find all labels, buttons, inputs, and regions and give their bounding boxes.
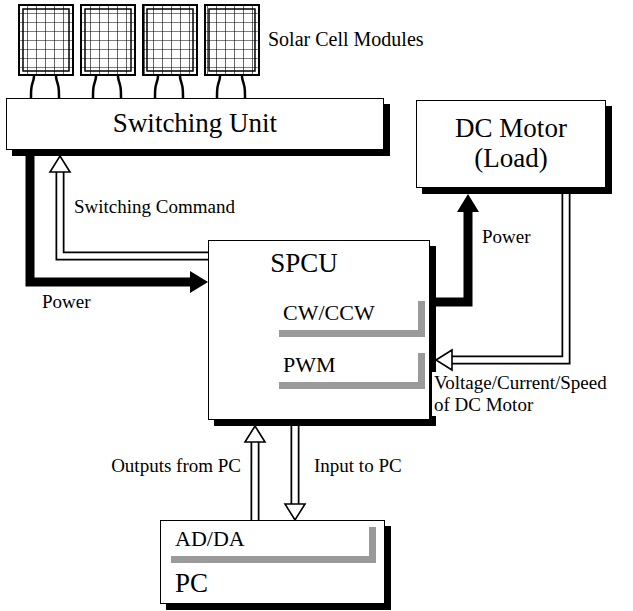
signal-arrow-fill: [292, 426, 298, 504]
connector: [436, 194, 479, 302]
edge-label: Power: [480, 226, 533, 248]
arrow-head: [457, 194, 479, 212]
node-label: SPCU: [209, 241, 429, 279]
solar-panel: [81, 5, 135, 75]
node-label: CW/CCW: [279, 301, 418, 325]
edge-label: Input to PC: [312, 455, 404, 477]
solar-panel-illustration: [18, 4, 268, 82]
pc-box: PC AD/DA: [160, 520, 385, 604]
power-arrow: [30, 156, 190, 282]
solar-panel: [19, 5, 73, 75]
node-label: PWM: [279, 353, 418, 377]
node-label: Switching Unit: [113, 109, 277, 139]
switching-unit-box: Switching Unit: [6, 98, 384, 150]
edge-label: Power: [40, 291, 93, 313]
spcu-box: SPCU CW/CCW PWM: [208, 240, 430, 420]
arrow-head: [436, 350, 452, 370]
edge-label: Switching Command: [72, 196, 237, 218]
signal-arrow-fill: [252, 442, 258, 520]
solar-panel: [205, 5, 259, 75]
cw-ccw-bar: CW/CCW: [279, 301, 425, 337]
connector: [30, 156, 208, 293]
arrow-head: [245, 426, 265, 442]
dc-motor-box: DC Motor (Load): [416, 100, 606, 188]
connector: [31, 75, 245, 98]
arrow-head: [285, 504, 305, 520]
solar-cell-modules: Solar Cell Modules: [18, 4, 438, 82]
panel-wire: [31, 75, 245, 98]
panel-frame: [147, 9, 193, 71]
connector: [245, 426, 265, 520]
node-label: PC: [175, 569, 208, 599]
node-label: DC Motor (Load): [441, 114, 581, 173]
solar-panel: [143, 5, 197, 75]
arrow-head: [50, 156, 70, 172]
edge-label: Outputs from PC: [109, 455, 243, 477]
power-arrow: [436, 212, 468, 302]
signal-arrow-outline: [291, 426, 300, 504]
panel-frame: [85, 9, 131, 71]
arrow-head: [190, 271, 208, 293]
pwm-bar: PWM: [279, 353, 425, 389]
panel-frame: [209, 9, 255, 71]
connector: [436, 194, 566, 370]
connector: [285, 426, 305, 520]
ad-da-bar: AD/DA: [171, 527, 376, 563]
node-label: AD/DA: [171, 527, 369, 551]
signal-arrow-fill: [452, 194, 566, 360]
edge-label: Voltage/Current/Speed of DC Motor: [432, 372, 628, 416]
signal-arrow-outline: [251, 442, 260, 520]
node-label: Solar Cell Modules: [268, 28, 424, 50]
panel-frame: [23, 9, 69, 71]
signal-arrow-outline: [452, 194, 566, 360]
